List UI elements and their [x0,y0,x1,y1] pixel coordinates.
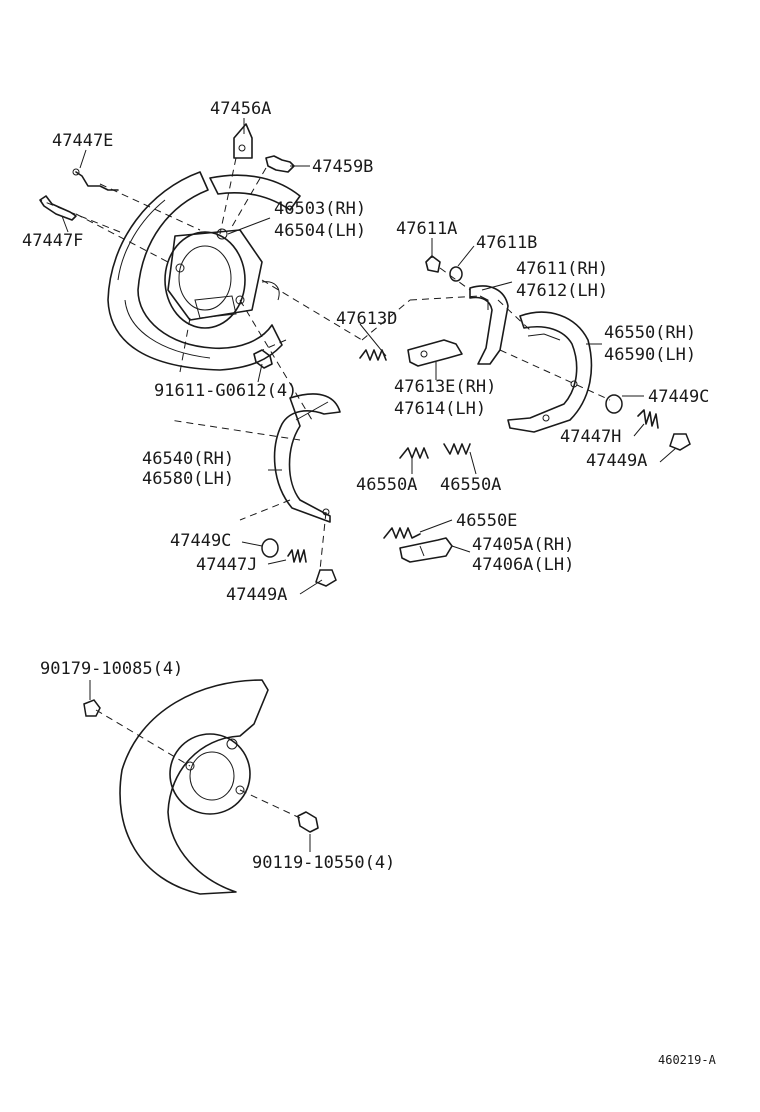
label-47456A: 47456A [210,99,271,119]
nut-90179 [83,699,101,717]
pin-47447E [72,168,119,191]
label-46550A-1: 46550A [356,475,417,495]
pin-47447F [39,195,77,221]
label-47449C-left: 47449C [170,531,231,551]
label-47447H: 47447H [560,427,621,447]
label-47612: 47612(LH) [516,281,608,301]
diagram-code: 460219-A [658,1053,717,1067]
spring-47447J [287,549,307,563]
strut-47613E [407,339,463,367]
label-90179: 90179-10085(4) [40,659,183,679]
clip-47611A [425,255,441,273]
shoe-46550 [507,311,593,433]
bolt-47459B [265,155,295,173]
clip-47456A [233,123,253,159]
label-46580: 46580(LH) [142,469,234,489]
spring-47613D [359,349,387,361]
backing-plate [107,171,301,371]
adjuster-47405A [399,537,453,563]
shoe-47611 [469,285,509,365]
label-47613D: 47613D [336,309,397,329]
label-47449C-right: 47449C [648,387,709,407]
label-47447E: 47447E [52,131,113,151]
label-46550A-2: 46550A [440,475,501,495]
label-90119: 90119-10550(4) [252,853,395,873]
label-46550: 46550(RH) [604,323,696,343]
washer-47449C-left [261,538,279,558]
label-47613E: 47613E(RH) [394,377,496,397]
label-91611: 91611-G0612(4) [154,381,297,401]
washer-47449C-right [605,394,623,414]
spring-47447H [637,409,659,429]
label-47449A-right: 47449A [586,451,647,471]
label-47447F: 47447F [22,231,83,251]
label-47447J: 47447J [196,555,257,575]
shoe-46540 [273,393,341,523]
springs-46550A [399,443,471,459]
label-46504: 46504(LH) [274,221,366,241]
cup-47449A-right [669,433,691,451]
label-47611: 47611(RH) [516,259,608,279]
label-47611A: 47611A [396,219,457,239]
label-47611B: 47611B [476,233,537,253]
dust-cover [119,679,269,895]
label-46590: 46590(LH) [604,345,696,365]
label-47405A: 47405A(RH) [472,535,574,555]
leader-lines [61,118,677,852]
washer-47611B [449,266,463,282]
assembly-lines [39,157,611,819]
label-46550E: 46550E [456,511,517,531]
label-47614: 47614(LH) [394,399,486,419]
spring-46550E [383,527,421,539]
label-46540: 46540(RH) [142,449,234,469]
part-labels: 47456A 47447E 47459B 47447F 46503(RH) 46… [22,99,717,1067]
cup-47449A-left [315,569,337,587]
bolt-90119 [297,811,319,833]
label-47459B: 47459B [312,157,373,177]
label-47449A-left: 47449A [226,585,287,605]
label-46503: 46503(RH) [274,199,366,219]
label-47406A: 47406A(LH) [472,555,574,575]
